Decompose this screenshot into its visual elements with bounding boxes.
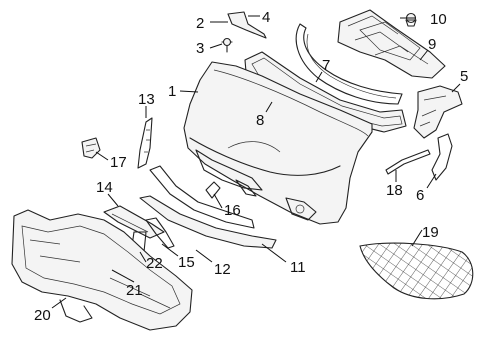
callout-5: 5 (460, 68, 468, 85)
side-trim-molding (385, 149, 431, 175)
callout-18: 18 (386, 182, 403, 199)
callout-22: 22 (146, 255, 163, 272)
callout-13: 13 (138, 91, 155, 108)
callout-20: 20 (34, 307, 51, 324)
lower-carrier (11, 209, 193, 331)
callout-2: 2 (196, 15, 204, 32)
callout-labels: 1 2 3 4 5 6 7 8 9 10 11 12 13 14 15 16 1… (34, 9, 468, 324)
side-trim-bracket (431, 133, 453, 181)
callout-14: 14 (96, 179, 113, 196)
callout-3: 3 (196, 40, 204, 57)
grille-mesh (359, 242, 474, 300)
callout-19: 19 (422, 224, 439, 241)
side-mounting-bracket (413, 85, 463, 139)
callout-17: 17 (110, 154, 127, 171)
bumper-cover (183, 61, 373, 225)
callout-12: 12 (214, 261, 231, 278)
lower-trim-strip (149, 165, 255, 229)
sensor-holder (81, 137, 101, 159)
callout-7: 7 (322, 57, 330, 74)
small-bracket (205, 181, 221, 199)
callout-8: 8 (256, 112, 264, 129)
leader-lines (51, 15, 461, 309)
screw (221, 37, 233, 53)
callout-15: 15 (178, 254, 195, 271)
license-plate-bracket (103, 205, 165, 239)
callout-11: 11 (290, 259, 306, 276)
callout-9: 9 (428, 36, 436, 53)
trim-insert (145, 217, 175, 249)
side-bracket-strip (137, 117, 153, 169)
callout-4: 4 (262, 9, 270, 26)
callout-16: 16 (224, 202, 241, 219)
impact-absorber (295, 23, 403, 105)
upper-clip (227, 11, 267, 39)
callout-21: 21 (126, 282, 143, 299)
callout-6: 6 (416, 187, 424, 204)
fastener-nut (405, 12, 417, 27)
callout-10: 10 (430, 11, 447, 28)
callout-1: 1 (168, 83, 176, 100)
lower-spoiler (139, 195, 277, 249)
upper-support-bracket (337, 9, 446, 79)
